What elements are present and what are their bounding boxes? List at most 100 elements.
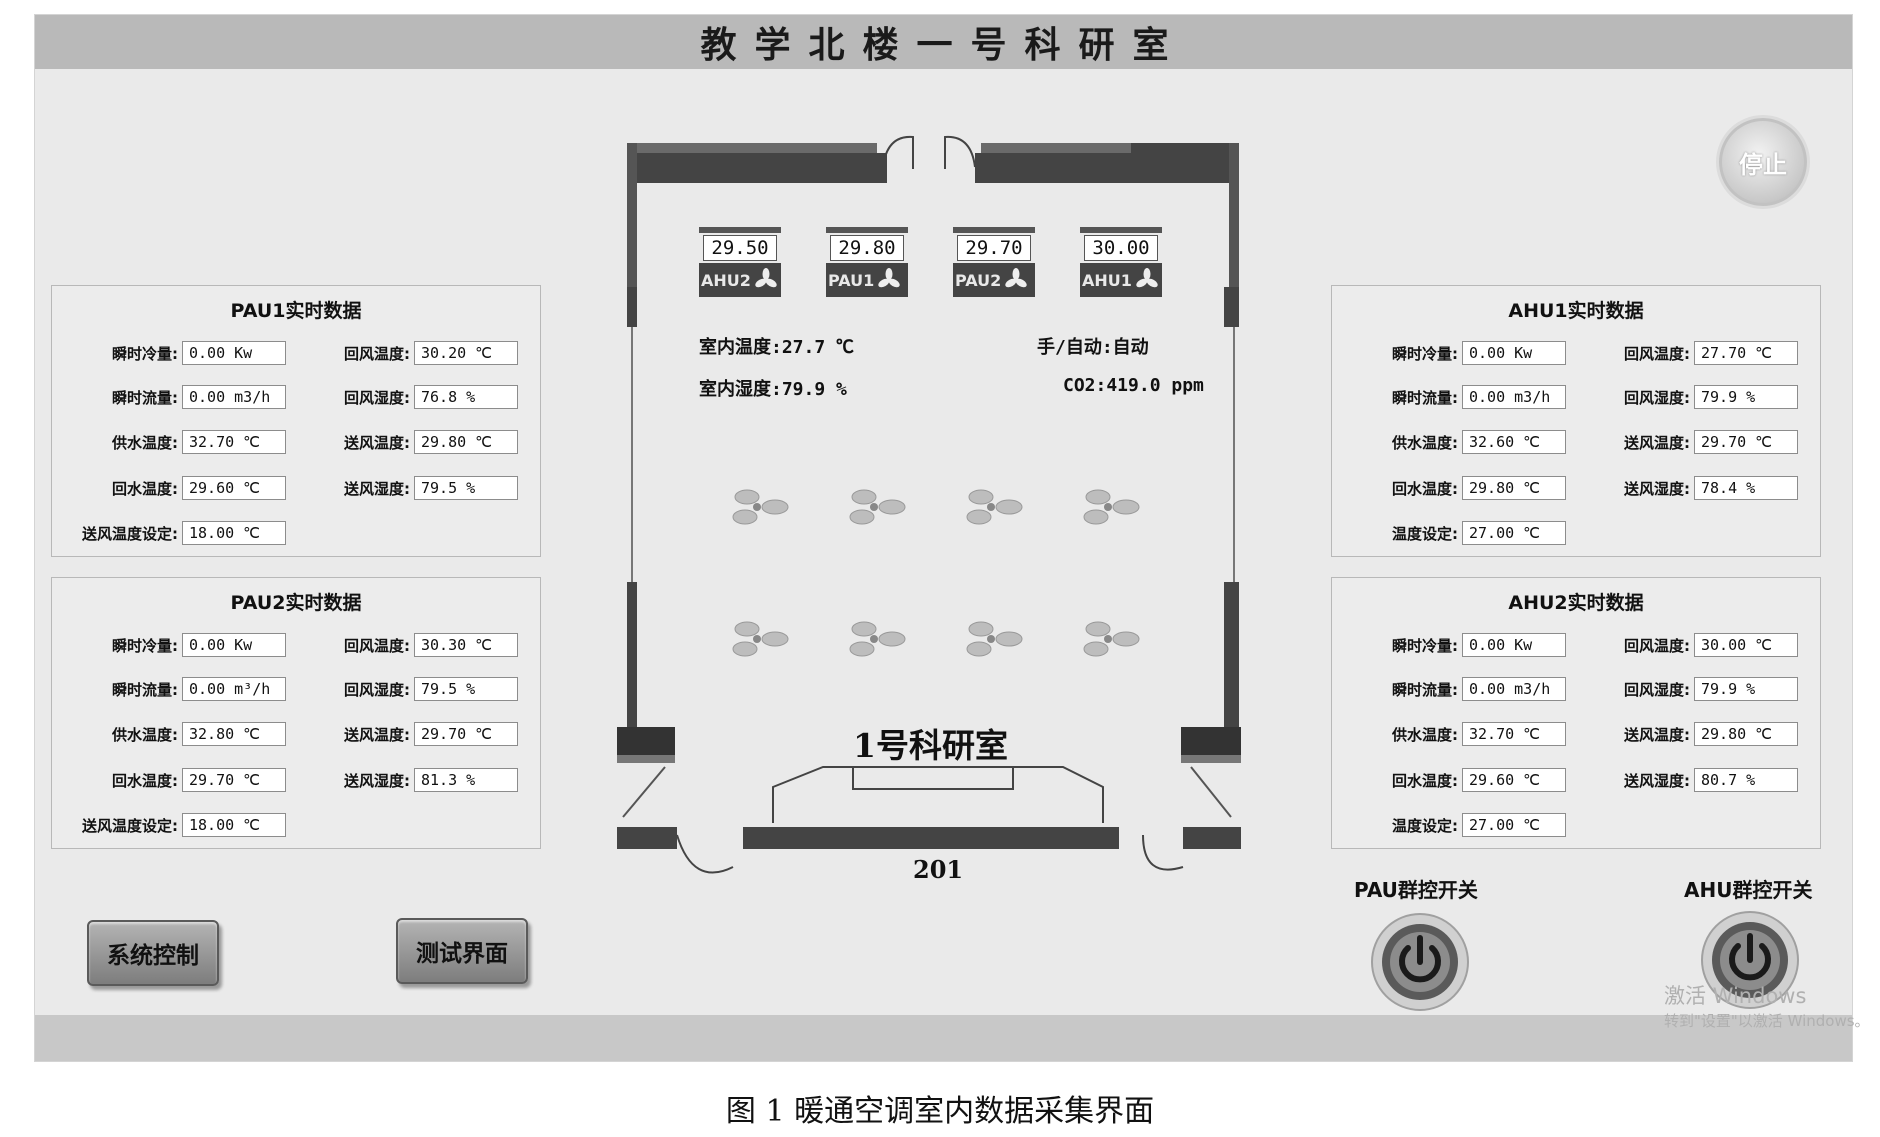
pau2-supply-water-temp: 供水温度:32.80 ℃ — [52, 721, 286, 747]
pau2-supply-air-temp: 送风温度:29.70 ℃ — [272, 721, 518, 747]
ahu1-return-air-temp: 回风温度:27.70 ℃ — [1552, 340, 1798, 366]
ahu2-supply-air-temp: 送风温度:29.80 ℃ — [1552, 721, 1798, 747]
value-box: 29.80 ℃ — [1462, 476, 1566, 500]
fan-icon — [849, 489, 906, 525]
value-box: 0.00 m3/h — [182, 385, 286, 409]
value-box: 29.70 ℃ — [182, 768, 286, 792]
fan-icon — [1005, 268, 1027, 288]
value-box: 0.00 m3/h — [1462, 677, 1566, 701]
pau2-instant-cooling: 瞬时冷量:0.00 Kw — [52, 632, 286, 658]
ahu1-return-water-temp: 回水温度:29.80 ℃ — [1332, 475, 1566, 501]
pau2-return-water-temp: 回水温度:29.70 ℃ — [52, 767, 286, 793]
unit-name: AHU1 — [1082, 270, 1132, 290]
pau2-return-air-humidity: 回风湿度:79.5 % — [272, 676, 518, 702]
unit-name: PAU2 — [955, 270, 1002, 290]
stop-button[interactable]: 停止 — [1719, 118, 1807, 206]
fan-icon — [1083, 489, 1140, 525]
panel-title: PAU1实时数据 — [230, 300, 362, 322]
unit-pau2[interactable]: 29.70 PAU2 — [953, 227, 1035, 297]
value-box: 32.70 ℃ — [182, 430, 286, 454]
value-box: 32.60 ℃ — [1462, 430, 1566, 454]
pau1-supply-air-humidity: 送风湿度:79.5 % — [272, 475, 518, 501]
ahu2-return-air-humidity: 回风湿度:79.9 % — [1552, 676, 1798, 702]
value-box: 29.60 ℃ — [182, 476, 286, 500]
unit-temp: 29.50 — [703, 235, 777, 261]
page-title: 教学北楼一号科研室 — [700, 24, 1187, 66]
ahu2-supply-water-temp: 供水温度:32.70 ℃ — [1332, 721, 1566, 747]
floor-plan: 29.50 AHU2 29.80 PAU1 29.70 PAU2 30.00 A… — [583, 127, 1243, 887]
unit-ahu2[interactable]: 29.50 AHU2 — [699, 227, 781, 297]
pau1-supply-water-temp: 供水温度:32.70 ℃ — [52, 429, 286, 455]
unit-pau1[interactable]: 29.80 PAU1 — [826, 227, 908, 297]
value-box: 30.30 ℃ — [414, 633, 518, 657]
co2-reading: CO2:419.0 ppm — [1063, 375, 1204, 396]
value-box: 80.7 % — [1694, 768, 1798, 792]
ahu1-instant-cooling: 瞬时冷量:0.00 Kw — [1332, 340, 1566, 366]
pau1-instant-cooling: 瞬时冷量:0.00 Kw — [52, 340, 286, 366]
pau1-supply-air-setpoint: 送风温度设定:18.00 ℃ — [52, 520, 286, 546]
pau1-return-air-temp: 回风温度:30.20 ℃ — [272, 340, 518, 366]
value-box: 29.80 ℃ — [1694, 722, 1798, 746]
pau-group-power-button[interactable] — [1370, 912, 1470, 1012]
ahu2-return-water-temp: 回水温度:29.60 ℃ — [1332, 767, 1566, 793]
pau1-supply-air-temp: 送风温度:29.80 ℃ — [272, 429, 518, 455]
fan-icon — [878, 268, 900, 288]
value-box: 81.3 % — [414, 768, 518, 792]
ahu2-instant-flow: 瞬时流量:0.00 m3/h — [1332, 676, 1566, 702]
ahu-group-switch-label: AHU群控开关 — [1684, 878, 1813, 902]
activation-watermark-subtitle: 转到"设置"以激活 Windows。 — [1664, 1012, 1870, 1030]
pau1-return-air-humidity: 回风湿度:76.8 % — [272, 384, 518, 410]
pau2-return-air-temp: 回风温度:30.30 ℃ — [272, 632, 518, 658]
scada-window: 教学北楼一号科研室 PAU1实时数据 瞬时冷量:0.00 Kw 瞬时流量:0.0… — [34, 14, 1853, 1062]
test-interface-button[interactable]: 测试界面 — [396, 918, 528, 984]
value-box: 32.70 ℃ — [1462, 722, 1566, 746]
room-walls — [617, 135, 1241, 874]
pau2-supply-air-setpoint: 送风温度设定:18.00 ℃ — [52, 812, 286, 838]
panel-title: PAU2实时数据 — [230, 592, 362, 614]
value-box: 27.00 ℃ — [1462, 521, 1566, 545]
mode-status: 手/自动:自动 — [1037, 337, 1149, 358]
pau1-return-water-temp: 回水温度:29.60 ℃ — [52, 475, 286, 501]
pau2-panel: PAU2实时数据 瞬时冷量:0.00 Kw 瞬时流量:0.00 m³/h 供水温… — [51, 577, 541, 849]
value-box: 30.00 ℃ — [1694, 633, 1798, 657]
value-box: 32.80 ℃ — [182, 722, 286, 746]
value-box: 79.9 % — [1694, 677, 1798, 701]
ahu2-instant-cooling: 瞬时冷量:0.00 Kw — [1332, 632, 1566, 658]
unit-name: AHU2 — [701, 270, 751, 290]
title-bar: 教学北楼一号科研室 — [35, 15, 1852, 69]
value-box: 29.70 ℃ — [414, 722, 518, 746]
door-icon — [882, 135, 976, 169]
pau1-instant-flow: 瞬时流量:0.00 m3/h — [52, 384, 286, 410]
value-box: 79.5 % — [414, 677, 518, 701]
power-icon — [1729, 933, 1771, 981]
fan-icon — [732, 489, 789, 525]
value-box: 78.4 % — [1694, 476, 1798, 500]
fan-icon — [1083, 621, 1140, 657]
unit-temp: 30.00 — [1084, 235, 1158, 261]
value-box: 79.5 % — [414, 476, 518, 500]
fan-icon — [1136, 268, 1158, 288]
value-box: 27.70 ℃ — [1694, 341, 1798, 365]
ahu-group-power-button[interactable] — [1700, 910, 1800, 1010]
activation-watermark-title: 激活 Windows — [1664, 984, 1807, 1008]
fan-icon — [732, 621, 789, 657]
panel-title: AHU2实时数据 — [1508, 592, 1644, 614]
unit-ahu1[interactable]: 30.00 AHU1 — [1080, 227, 1162, 297]
system-control-button[interactable]: 系统控制 — [87, 920, 219, 986]
fan-icon — [966, 489, 1023, 525]
ahu2-return-air-temp: 回风温度:30.00 ℃ — [1552, 632, 1798, 658]
ahu1-supply-air-humidity: 送风湿度:78.4 % — [1552, 475, 1798, 501]
pau1-panel: PAU1实时数据 瞬时冷量:0.00 Kw 瞬时流量:0.00 m3/h 供水温… — [51, 285, 541, 557]
unit-temp: 29.70 — [957, 235, 1031, 261]
unit-temp: 29.80 — [830, 235, 904, 261]
fan-icon — [849, 621, 906, 657]
figure-caption: 图 1 暖通空调室内数据采集界面 — [725, 1094, 1155, 1129]
value-box: 79.9 % — [1694, 385, 1798, 409]
value-box: 18.00 ℃ — [182, 521, 286, 545]
indoor-humidity: 室内湿度:79.9 % — [699, 379, 847, 400]
pau2-instant-flow: 瞬时流量:0.00 m³/h — [52, 676, 286, 702]
ahu1-supply-water-temp: 供水温度:32.60 ℃ — [1332, 429, 1566, 455]
room-number: 201 — [913, 855, 964, 884]
ahu2-panel: AHU2实时数据 瞬时冷量:0.00 Kw 瞬时流量:0.00 m3/h 供水温… — [1331, 577, 1821, 849]
bottom-bar — [35, 1015, 1852, 1061]
